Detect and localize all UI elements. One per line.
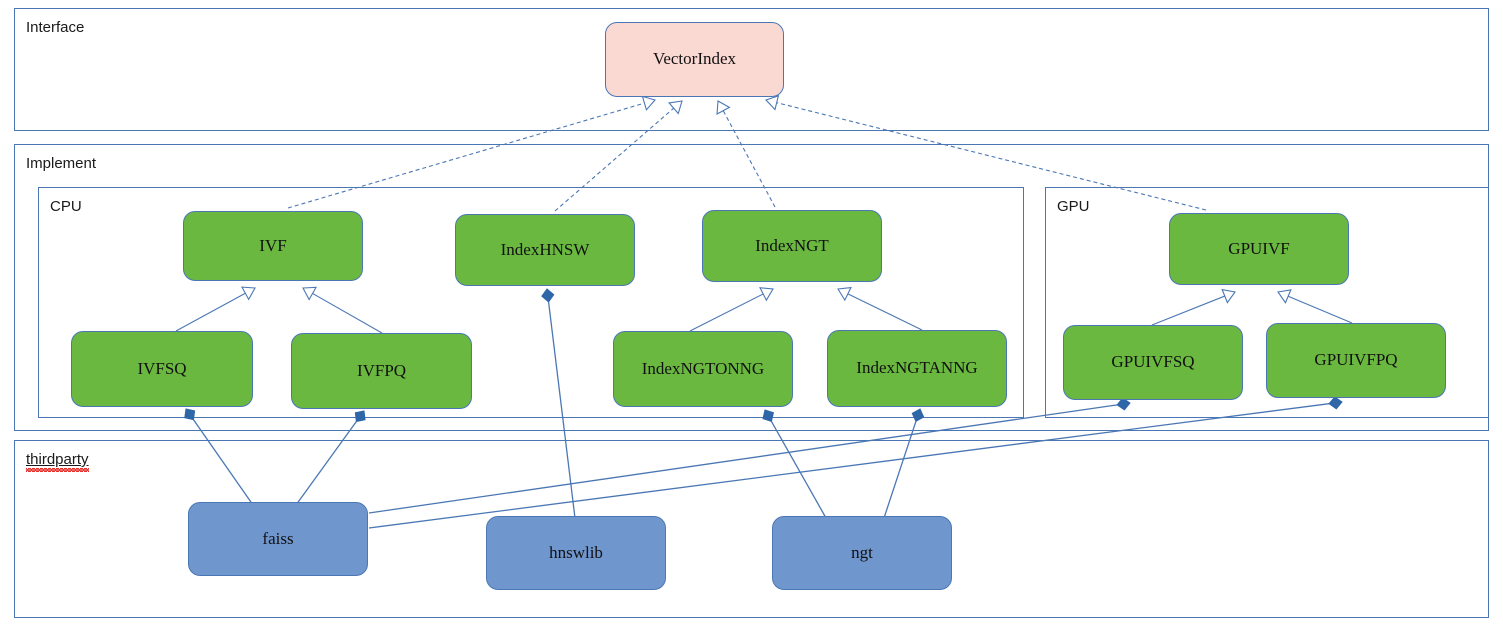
node-label: faiss [262,528,294,548]
node-label: IVFPQ [356,360,407,380]
node-indexhnsw[interactable]: IndexHNSW [455,214,635,286]
node-ivfsq[interactable]: IVFSQ [71,331,253,407]
node-gpuivf[interactable]: GPUIVF [1169,213,1349,285]
node-label: hnswlib [549,542,603,562]
node-indexngt[interactable]: IndexNGT [702,210,882,282]
node-label: IndexNGTONNG [641,358,765,378]
package-label-thirdparty: thirdparty [26,452,89,472]
node-hnswlib[interactable]: hnswlib [486,516,666,590]
node-ivfpq[interactable]: IVFPQ [291,333,472,409]
node-ivf[interactable]: IVF [183,211,363,281]
node-label: VectorIndex [652,49,737,69]
node-label: GPUIVFPQ [1314,350,1398,370]
node-faiss[interactable]: faiss [188,502,368,576]
node-ngt[interactable]: ngt [772,516,952,590]
spellcheck-underline [26,468,89,472]
package-label-interface: Interface [26,19,85,36]
node-label: IndexHNSW [500,239,590,259]
node-label: IndexNGT [755,235,829,255]
node-label: GPUIVFSQ [1111,352,1195,372]
package-label-implement: Implement [26,155,97,172]
node-label: ngt [851,542,873,562]
node-vectorindex[interactable]: VectorIndex [605,22,784,97]
node-label: IndexNGTANNG [856,358,978,378]
node-indexngtanng[interactable]: IndexNGTANNG [827,330,1007,407]
node-label: IVFSQ [137,358,187,378]
package-label-gpu: GPU [1057,198,1090,215]
node-gpuivfpq[interactable]: GPUIVFPQ [1266,323,1446,398]
node-label: GPUIVF [1228,238,1290,258]
package-label-cpu: CPU [50,198,82,215]
node-indexngtonng[interactable]: IndexNGTONNG [613,331,793,407]
node-label: IVF [259,235,287,255]
node-gpuivfsq[interactable]: GPUIVFSQ [1063,325,1243,400]
